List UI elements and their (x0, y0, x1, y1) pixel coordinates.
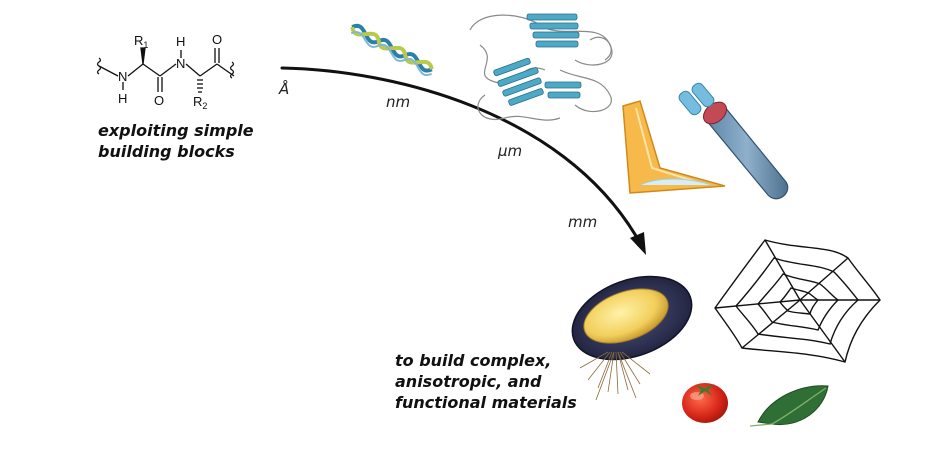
mussel-icon (571, 275, 693, 401)
atom-h-left: H (118, 91, 127, 106)
bottom-caption-line-1: to build complex, (395, 351, 552, 370)
wavy-cut-right-icon (229, 61, 235, 79)
bottom-caption-line-2: anisotropic, and (395, 372, 542, 391)
top-caption-line-1: exploiting simple (98, 121, 254, 140)
scale-label-mm: mm (568, 213, 598, 231)
atom-o-right: O (212, 32, 222, 47)
scale-arrowhead-icon (630, 232, 646, 255)
scale-arc-arrow (280, 66, 638, 238)
atom-r2: R2 (193, 94, 207, 111)
top-caption-line-2: building blocks (98, 142, 235, 161)
dipeptide-structure (96, 47, 235, 93)
top-caption: exploiting simple building blocks (98, 120, 254, 162)
byssus-threads-icon (579, 351, 651, 401)
scale-label-um: μm (498, 142, 523, 160)
atom-o-center: O (154, 93, 164, 108)
atom-n-right: N (176, 56, 185, 71)
protein-structure-icon (469, 13, 613, 121)
cylinder-fiber-icon (678, 82, 789, 200)
atom-r1: R1 (134, 33, 148, 50)
scale-label-nm: nm (386, 93, 411, 111)
leaf-icon (749, 385, 829, 427)
tomato-icon (682, 383, 728, 423)
dipeptide-atom-labels: N H R1 O N H R2 O (118, 32, 222, 111)
fiber-funnel-icon (622, 100, 726, 194)
dna-helix-icon (350, 23, 434, 77)
scale-label-angstrom: Å (279, 80, 290, 98)
atom-h-right: H (176, 34, 185, 49)
bottom-caption: to build complex, anisotropic, and funct… (395, 350, 577, 413)
atom-n-left: N (118, 69, 127, 84)
spider-web-icon (714, 239, 881, 363)
bottom-caption-line-3: functional materials (395, 393, 577, 412)
